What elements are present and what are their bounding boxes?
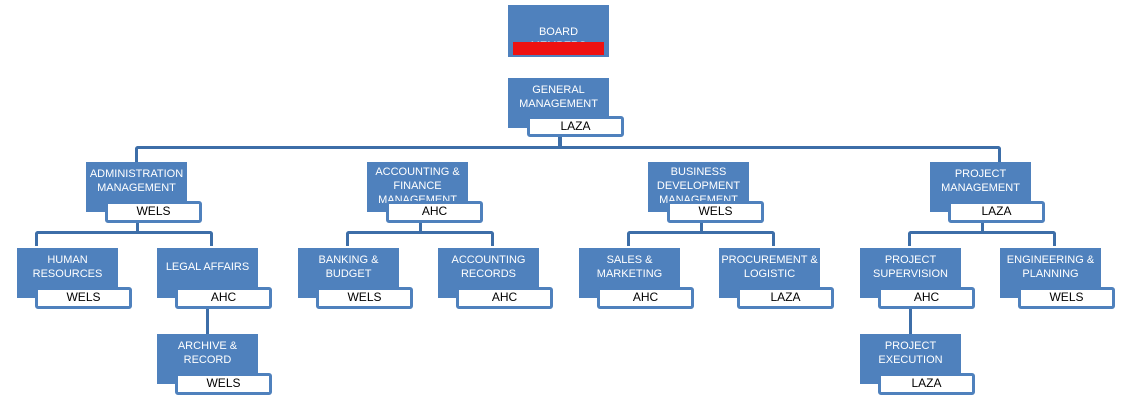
assignee-tag: WELS (667, 201, 764, 223)
connector-acct-stem (419, 222, 422, 232)
assignee-tag: AHC (878, 287, 975, 309)
connector-admin-stem (136, 222, 139, 232)
node-label: PROJECT SUPERVISION (873, 254, 948, 280)
node-label: ADMINISTRATION MANAGEMENT (89, 168, 184, 194)
redacted-assignee (513, 42, 604, 55)
connector-bizdev-stem (700, 222, 703, 232)
node-label: SALES & MARKETING (596, 254, 663, 280)
connector-proj-stem (981, 222, 984, 232)
node-label: HUMAN RESOURCES (32, 254, 103, 280)
node-label: ARCHIVE & RECORD (177, 340, 238, 366)
connector-admin-children (35, 231, 213, 246)
assignee-tag: WELS (105, 201, 202, 223)
assignee-tag: LAZA (737, 287, 834, 309)
node-label: LEGAL AFFAIRS (165, 261, 250, 273)
node-label: PROJECT EXECUTION (878, 340, 943, 366)
connector-level1-bar (135, 146, 1001, 163)
node-label: BANKING & BUDGET (318, 254, 379, 280)
connector-gm-stem (558, 134, 562, 148)
connector-bizdev-children (627, 231, 775, 246)
node-label: PROJECT MANAGEMENT (941, 168, 1020, 194)
node-label: ENGINEERING & PLANNING (1006, 254, 1095, 280)
assignee-tag: WELS (175, 373, 272, 395)
assignee-tag: LAZA (948, 201, 1045, 223)
node-label: PROCUREMENT & LOGISTIC (721, 254, 818, 280)
assignee-tag: WELS (1018, 287, 1115, 309)
node-label: GENERAL MANAGEMENT (519, 84, 598, 110)
connector-supervise-execution (909, 309, 912, 335)
connector-proj-children (908, 231, 1056, 246)
node-label: ACCOUNTING RECORDS (451, 254, 526, 280)
connector-acct-children (346, 231, 494, 246)
assignee-tag: AHC (175, 287, 272, 309)
assignee-tag: LAZA (878, 373, 975, 395)
assignee-tag: AHC (597, 287, 694, 309)
assignee-tag: AHC (456, 287, 553, 309)
connector-legal-archive (206, 309, 209, 335)
assignee-tag: AHC (386, 201, 483, 223)
node-label: BUSINESS DEVELOPMENT MANAGEMENT (656, 166, 741, 206)
assignee-tag: WELS (316, 287, 413, 309)
assignee-tag: WELS (35, 287, 132, 309)
assignee-tag: LAZA (527, 116, 624, 137)
